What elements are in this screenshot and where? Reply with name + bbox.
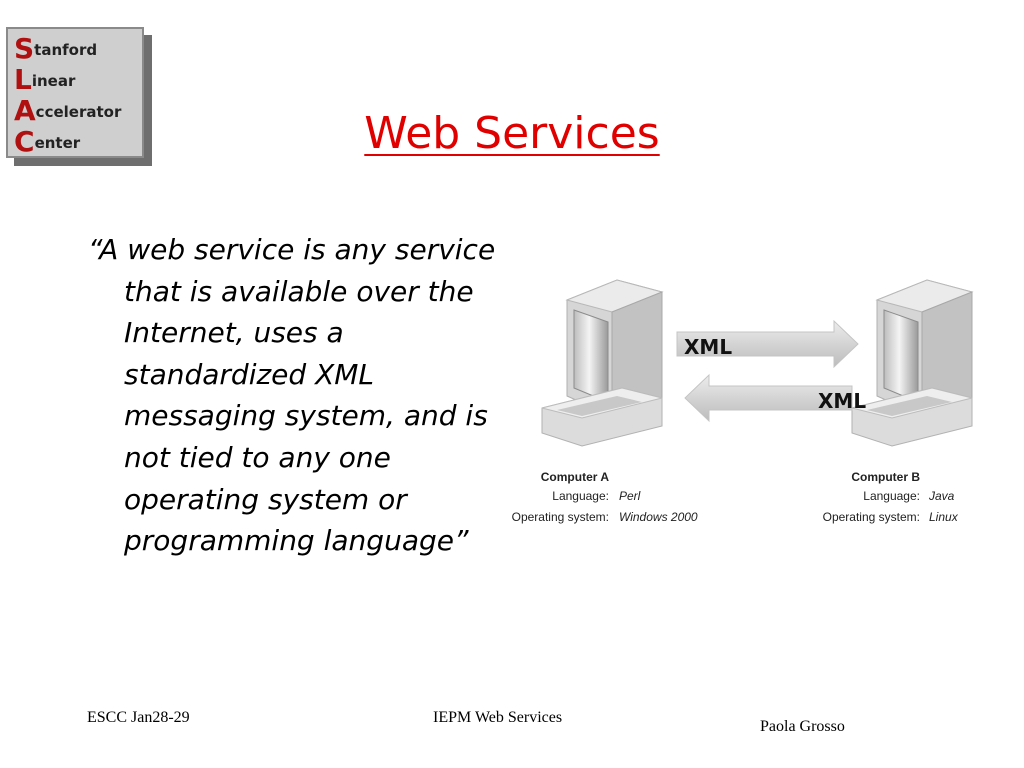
computer-b-icon [851,279,974,447]
logo-box: Stanford Linear Accelerator Center [6,27,144,158]
computer-a-icon [541,279,664,447]
computer-b-language-value: Java [928,489,955,503]
slide-title: Web Services [364,108,660,159]
footer-presentation-title: IEPM Web Services [433,709,563,726]
footer-event: ESCC Jan28-29 [87,709,190,726]
web-service-diagram: XML XML Computer A Language: Perl Operat… [512,279,974,524]
computer-a-language-value: Perl [619,489,641,503]
computer-b-os-label: Operating system: [823,510,920,524]
footer-author: Paola Grosso [760,718,845,735]
computer-a-os-label: Operating system: [512,510,609,524]
xml-label-bottom: XML [818,389,866,413]
logo-line-stanford: Stanford [14,32,98,65]
computer-a-name: Computer A [541,470,610,484]
arrow-right-icon [676,319,859,369]
computer-b-language-label: Language: [863,489,920,503]
logo-line-linear: Linear [14,63,76,96]
xml-label-top: XML [684,335,732,359]
computer-a-os-value: Windows 2000 [619,510,698,524]
logo-line-center: Center [14,125,81,158]
arrow-left-icon [684,373,853,423]
computer-b-os-value: Linux [929,510,959,524]
slac-logo: Stanford Linear Accelerator Center [6,27,154,166]
quote-text: “A web service is any service that is av… [88,233,496,558]
logo-line-accelerator: Accelerator [14,94,122,127]
computer-a-language-label: Language: [552,489,609,503]
computer-b-name: Computer B [851,470,920,484]
